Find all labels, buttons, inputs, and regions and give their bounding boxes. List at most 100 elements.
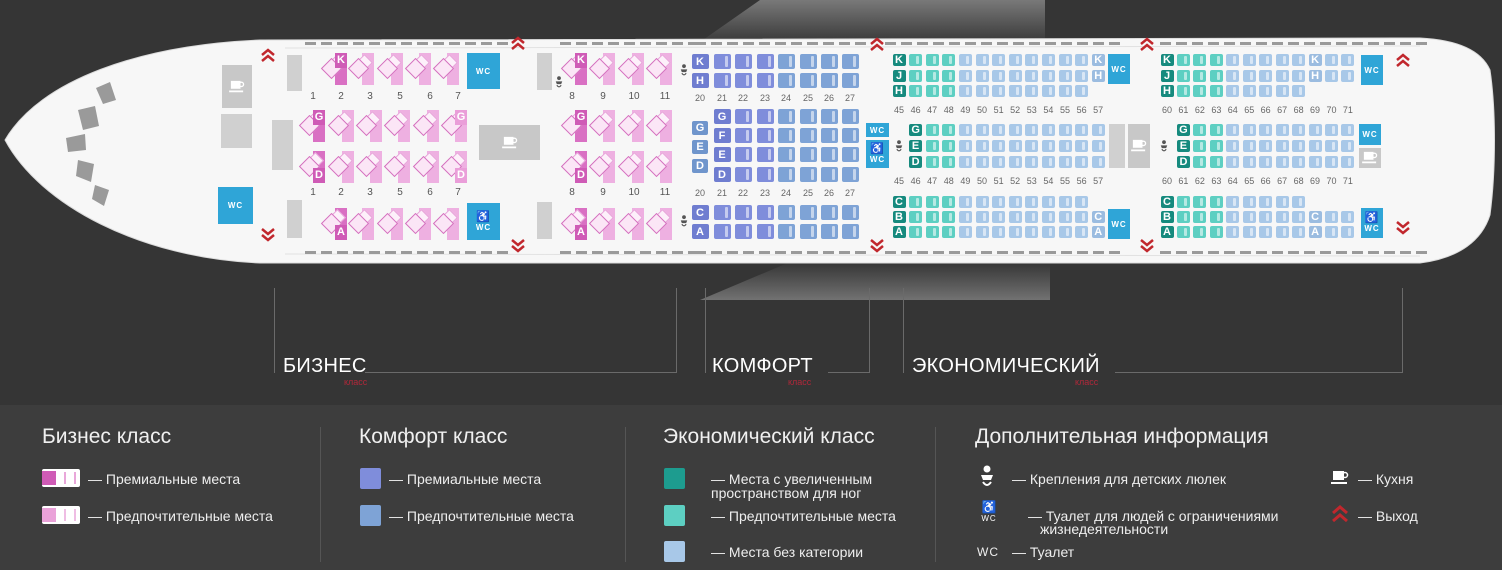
comfort-seat[interactable] xyxy=(734,54,752,69)
economy2-seat[interactable] xyxy=(1226,156,1240,168)
business-seat[interactable] xyxy=(617,53,644,85)
comfort-seat[interactable] xyxy=(777,73,795,88)
economy1-seat[interactable] xyxy=(909,211,923,223)
economy2-seat[interactable] xyxy=(1226,70,1240,82)
economy2-seat[interactable]: A xyxy=(1308,226,1322,238)
comfort-seat[interactable] xyxy=(777,54,795,69)
economy1-seat[interactable] xyxy=(1058,156,1072,168)
accessible-wc[interactable]: ♿WC xyxy=(866,140,889,168)
economy1-seat[interactable] xyxy=(1041,70,1055,82)
economy2-seat[interactable] xyxy=(1226,196,1240,208)
economy1-seat[interactable] xyxy=(909,226,923,238)
economy1-seat[interactable] xyxy=(1008,196,1022,208)
comfort-seat[interactable] xyxy=(799,224,817,239)
economy1-seat[interactable] xyxy=(1075,196,1089,208)
economy1-seat[interactable] xyxy=(942,156,956,168)
economy2-seat[interactable] xyxy=(1275,140,1289,152)
economy2-seat[interactable] xyxy=(1275,196,1289,208)
economy2-seat[interactable]: G xyxy=(1176,124,1190,136)
economy2-seat[interactable] xyxy=(1341,211,1355,223)
comfort-seat[interactable] xyxy=(820,224,838,239)
comfort-seat[interactable] xyxy=(799,128,817,143)
economy1-seat[interactable] xyxy=(925,70,939,82)
comfort-seat[interactable] xyxy=(777,205,795,220)
economy1-seat[interactable] xyxy=(992,156,1006,168)
comfort-aisle-seat[interactable]: E xyxy=(692,140,708,154)
comfort-seat[interactable] xyxy=(756,73,774,88)
economy2-seat[interactable] xyxy=(1292,196,1306,208)
comfort-seat[interactable] xyxy=(820,205,838,220)
economy2-seat[interactable] xyxy=(1325,70,1338,82)
economy1-seat[interactable]: A xyxy=(1091,226,1105,238)
business-seat[interactable]: D xyxy=(298,151,325,183)
economy1-seat[interactable] xyxy=(942,85,956,97)
economy1-seat[interactable] xyxy=(1075,124,1089,136)
comfort-seat[interactable] xyxy=(777,167,795,182)
comfort-seat[interactable] xyxy=(820,73,838,88)
economy1-seat[interactable] xyxy=(909,54,923,66)
economy2-seat[interactable]: C xyxy=(1308,211,1322,223)
economy2-seat[interactable] xyxy=(1275,211,1289,223)
business-seat[interactable] xyxy=(645,151,672,183)
business-seat[interactable] xyxy=(588,53,615,85)
economy1-seat[interactable] xyxy=(958,54,972,66)
economy1-seat[interactable] xyxy=(992,140,1006,152)
economy1-seat[interactable] xyxy=(1008,140,1022,152)
economy1-seat[interactable]: C xyxy=(1091,211,1105,223)
economy2-seat[interactable] xyxy=(1275,124,1289,136)
business-seat[interactable] xyxy=(617,110,644,142)
wc[interactable]: WC xyxy=(1108,54,1130,84)
economy2-seat[interactable] xyxy=(1259,211,1273,223)
business-seat[interactable] xyxy=(412,110,439,142)
economy1-seat[interactable] xyxy=(1025,211,1039,223)
economy2-seat[interactable] xyxy=(1193,196,1207,208)
economy2-seat[interactable] xyxy=(1259,140,1273,152)
economy2-seat[interactable] xyxy=(1242,226,1256,238)
wc[interactable]: WC xyxy=(467,53,500,89)
economy2-seat[interactable] xyxy=(1275,156,1289,168)
economy1-seat[interactable] xyxy=(1025,140,1039,152)
comfort-seat[interactable] xyxy=(820,109,838,124)
economy1-seat[interactable] xyxy=(1025,156,1039,168)
economy2-seat[interactable]: K xyxy=(1160,54,1174,66)
wc[interactable]: WC xyxy=(1359,124,1381,145)
economy2-seat[interactable]: J xyxy=(1160,70,1174,82)
economy1-seat[interactable] xyxy=(909,85,923,97)
economy1-seat[interactable] xyxy=(958,226,972,238)
economy1-seat[interactable] xyxy=(992,70,1006,82)
economy1-seat[interactable] xyxy=(958,156,972,168)
economy2-seat[interactable] xyxy=(1242,124,1256,136)
business-seat[interactable] xyxy=(645,208,672,240)
business-seat[interactable] xyxy=(588,110,615,142)
economy1-seat[interactable] xyxy=(1075,85,1089,97)
economy1-seat[interactable] xyxy=(975,211,989,223)
economy2-seat[interactable] xyxy=(1242,211,1256,223)
economy2-seat[interactable] xyxy=(1259,54,1273,66)
economy1-seat[interactable] xyxy=(992,124,1006,136)
economy2-seat[interactable]: C xyxy=(1160,196,1174,208)
economy2-seat[interactable] xyxy=(1176,196,1190,208)
comfort-seat[interactable] xyxy=(820,54,838,69)
comfort-seat[interactable]: D xyxy=(713,167,731,182)
economy1-seat[interactable] xyxy=(992,211,1006,223)
economy2-seat[interactable] xyxy=(1325,124,1338,136)
economy2-seat[interactable] xyxy=(1209,226,1223,238)
economy1-seat[interactable]: A xyxy=(892,226,906,238)
economy2-seat[interactable]: H xyxy=(1160,85,1174,97)
economy1-seat[interactable]: E xyxy=(909,140,923,152)
economy1-seat[interactable] xyxy=(925,211,939,223)
comfort-seat[interactable] xyxy=(756,224,774,239)
economy2-seat[interactable] xyxy=(1308,140,1322,152)
economy2-seat[interactable] xyxy=(1325,156,1338,168)
business-seat[interactable] xyxy=(327,151,354,183)
comfort-seat[interactable] xyxy=(841,147,859,162)
economy2-seat[interactable] xyxy=(1292,85,1306,97)
economy1-seat[interactable] xyxy=(1058,54,1072,66)
comfort-seat[interactable] xyxy=(799,167,817,182)
comfort-seat[interactable]: H xyxy=(691,73,709,88)
economy1-seat[interactable] xyxy=(958,124,972,136)
wc[interactable]: WC xyxy=(866,123,889,137)
economy1-seat[interactable] xyxy=(942,226,956,238)
economy1-seat[interactable] xyxy=(1041,54,1055,66)
business-seat[interactable] xyxy=(645,53,672,85)
